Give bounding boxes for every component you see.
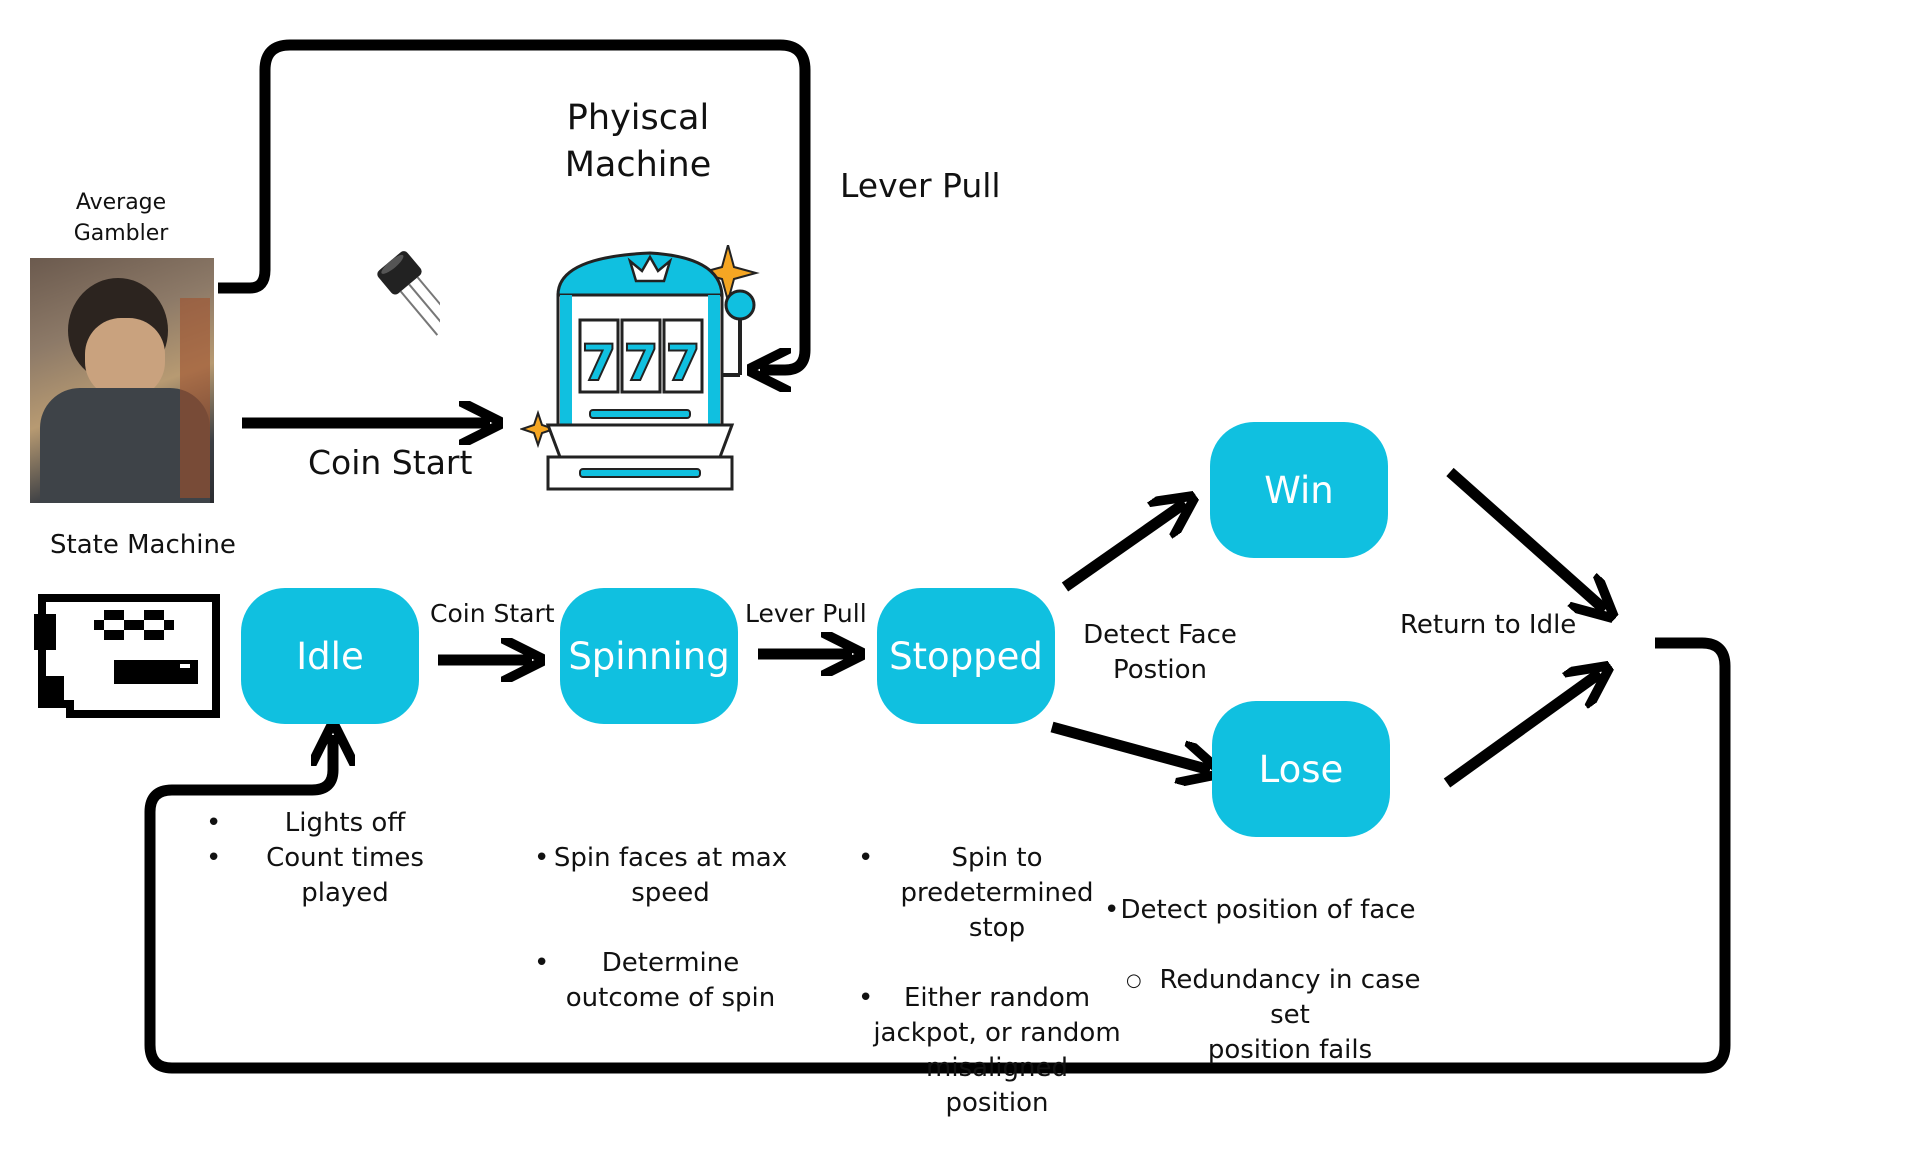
state-win: Win bbox=[1210, 422, 1388, 558]
note-item: Spin faces at max speed bbox=[534, 841, 793, 911]
state-spinning: Spinning bbox=[560, 588, 738, 724]
lever-pull-loop-arrow bbox=[218, 39, 811, 370]
lose-to-return-arrow bbox=[1443, 673, 1600, 788]
stopped-to-win-arrow bbox=[1061, 503, 1185, 592]
return-to-idle-loop-arrow bbox=[144, 637, 1731, 1074]
stopped-to-lose-arrow bbox=[1050, 721, 1210, 770]
note-item: Lights off bbox=[206, 806, 470, 841]
note-item: Detect position of face bbox=[1104, 893, 1418, 928]
svg-text:7: 7 bbox=[582, 334, 617, 392]
connector-layer bbox=[144, 39, 1731, 1074]
ir-sensor-icon bbox=[377, 251, 440, 336]
notes-spinning: Spin faces at max speed Determine outcom… bbox=[534, 806, 793, 1051]
machine-label: Phyiscal Machine bbox=[564, 98, 712, 185]
note-item: Count times played bbox=[206, 841, 470, 911]
svg-text:7: 7 bbox=[666, 334, 701, 392]
note-item: Determine outcome of spin bbox=[534, 946, 793, 1016]
svg-text:7: 7 bbox=[624, 334, 659, 392]
notes-stopped: Spin to predetermined stop Either random… bbox=[858, 806, 1122, 1156]
slot-machine-icon: 7 7 7 bbox=[520, 245, 760, 491]
note-subitem: Redundancy in case set position fails bbox=[1126, 963, 1440, 1068]
transition-detect-face: Detect Face Postion bbox=[1083, 620, 1237, 685]
win-to-return-arrow bbox=[1446, 467, 1605, 610]
microcontroller-board-icon bbox=[34, 594, 220, 718]
note-item: Either random jackpot, or random misalig… bbox=[858, 981, 1122, 1121]
transition-coin-start: Coin Start bbox=[430, 599, 555, 628]
note-item: Spin to predetermined stop bbox=[858, 841, 1122, 946]
state-machine-label: State Machine bbox=[50, 530, 236, 560]
gambler-photo bbox=[30, 258, 214, 503]
notes-lose: Detect position of face Redundancy in ca… bbox=[1104, 858, 1440, 1103]
notes-idle: Lights off Count times played bbox=[206, 806, 470, 911]
coin-start-label-top: Coin Start bbox=[308, 443, 473, 482]
lever-pull-label-top: Lever Pull bbox=[840, 166, 1001, 205]
gambler-label: Average Gambler bbox=[73, 190, 169, 246]
transition-lever-pull: Lever Pull bbox=[745, 599, 867, 628]
transition-return-idle: Return to Idle bbox=[1400, 610, 1577, 640]
state-lose: Lose bbox=[1212, 701, 1390, 837]
state-stopped: Stopped bbox=[877, 588, 1055, 724]
state-idle: Idle bbox=[241, 588, 419, 724]
